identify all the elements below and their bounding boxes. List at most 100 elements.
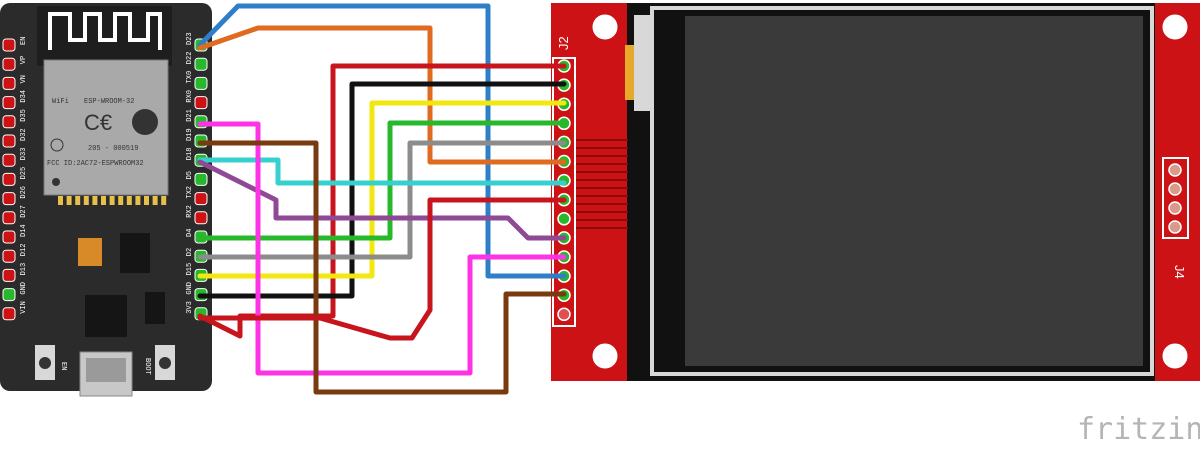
espressif-logo	[132, 109, 158, 135]
tft-display: J2 J4	[551, 3, 1200, 381]
cert-icon	[50, 138, 64, 152]
esp32-pin-left[interactable]	[2, 115, 16, 129]
flex-cable	[634, 15, 652, 111]
esp32-pin-label: D25	[20, 167, 28, 180]
j2-header	[552, 57, 576, 327]
antenna-trace	[48, 12, 162, 50]
castellation-pad	[161, 196, 167, 205]
mount-hole-tl	[589, 11, 621, 43]
pcb-traces	[575, 139, 628, 229]
voltage-regulator	[120, 233, 150, 273]
esp32-pin-left[interactable]	[2, 268, 16, 282]
esp32-pin-left[interactable]	[2, 211, 16, 225]
esp32-pin-right[interactable]	[194, 192, 208, 206]
castellation-pad	[58, 196, 63, 205]
esp32-pin-label: D5	[186, 171, 194, 179]
en-button-cap[interactable]	[39, 357, 51, 369]
esp32-pin-right[interactable]	[194, 211, 208, 225]
esp32-pin-label: EN	[20, 37, 28, 45]
esp32-pin-label: D22	[186, 52, 194, 65]
mount-hole-bl	[589, 340, 621, 372]
castellation-pad	[109, 196, 115, 205]
j4-pin[interactable]	[1168, 201, 1182, 215]
esp32-pin-label: TX2	[186, 186, 194, 199]
mount-hole-tr	[1159, 11, 1191, 43]
esp32-pin-left[interactable]	[2, 96, 16, 110]
esp32-pin-label: TX0	[186, 71, 194, 84]
esp32-pin-label: D18	[186, 148, 194, 161]
wire-orange[interactable]	[197, 25, 567, 165]
esp32-board: WiFi ESP-WROOM-32 C€ 205 - 000519 FCC ID…	[0, 3, 212, 397]
esp32-pin-left[interactable]	[2, 249, 16, 263]
esp32-pin-label: D14	[20, 224, 28, 237]
wire-gray[interactable]	[197, 140, 567, 260]
esp32-pin-right[interactable]	[194, 172, 208, 186]
esp32-pin-label: GND	[20, 282, 28, 295]
usb-port-inner	[86, 358, 126, 382]
castellation-pad	[144, 196, 149, 205]
esp32-pin-label: D33	[20, 148, 28, 161]
esp32-pin-label: 3V3	[186, 301, 194, 314]
wire-layer	[197, 3, 567, 395]
wire-purple[interactable]	[197, 159, 567, 241]
wire-brown[interactable]	[197, 140, 567, 395]
esp32-pin-left[interactable]	[2, 307, 16, 321]
wifi-logo: WiFi	[52, 98, 69, 106]
j2-pin[interactable]	[557, 212, 571, 226]
j2-label: J2	[556, 36, 571, 50]
transistor	[145, 292, 165, 324]
castellation-pad	[101, 196, 106, 205]
esp32-pin-label: RX0	[186, 90, 194, 103]
esp32-pin-right[interactable]	[194, 96, 208, 110]
castellation-pad	[135, 196, 141, 205]
castellation-pad	[83, 196, 89, 205]
esp32-pin-label: D26	[20, 186, 28, 199]
esp32-pin-left[interactable]	[2, 288, 16, 302]
boot-button-cap[interactable]	[159, 357, 171, 369]
esp32-pin-label: D12	[20, 244, 28, 257]
esp32-pin-left[interactable]	[2, 76, 16, 90]
j2-pins	[557, 59, 571, 322]
wire-cyan[interactable]	[197, 157, 567, 186]
esp32-pin-label: VP	[20, 56, 28, 64]
j4-header	[1162, 157, 1189, 239]
j4-pin[interactable]	[1168, 182, 1182, 196]
esp32-pin-left[interactable]	[2, 172, 16, 186]
j4-pin[interactable]	[1168, 220, 1182, 234]
display-frame	[650, 6, 1154, 376]
esp32-pin-label: D4	[186, 229, 194, 237]
wire-blue[interactable]	[197, 3, 567, 279]
esp32-pin-left[interactable]	[2, 230, 16, 244]
esp32-pin-label: VIN	[20, 301, 28, 314]
esp32-pin-label: D34	[20, 90, 28, 103]
esp32-pin-label: D27	[20, 205, 28, 218]
esp32-pin-label: D35	[20, 109, 28, 122]
j4-pins	[1168, 163, 1182, 234]
display-screen	[685, 16, 1143, 366]
regulator-cap	[78, 238, 102, 266]
en-label: EN	[59, 362, 67, 370]
mount-hole-br	[1159, 340, 1191, 372]
esp32-pin-left[interactable]	[2, 192, 16, 206]
esp32-pin-right[interactable]	[194, 57, 208, 71]
esp32-pin-label: RX2	[186, 205, 194, 218]
esp32-pin-label: D21	[186, 109, 194, 122]
esp32-pin-left[interactable]	[2, 57, 16, 71]
esp32-pin-label: GND	[186, 282, 194, 295]
castellation-pad	[118, 196, 124, 205]
wire-yellow[interactable]	[197, 100, 567, 279]
wire-red2[interactable]	[197, 197, 567, 341]
esp32-pin-right[interactable]	[194, 76, 208, 90]
esp32-pin-left[interactable]	[2, 134, 16, 148]
esp32-pin-left[interactable]	[2, 38, 16, 52]
j4-pin[interactable]	[1168, 163, 1182, 177]
esp32-pin-label: D19	[186, 128, 194, 141]
usb-uart-chip	[85, 295, 127, 337]
wire-magenta[interactable]	[197, 121, 567, 376]
esp32-pin-label: D2	[186, 248, 194, 256]
esp32-pin-label: D13	[20, 263, 28, 276]
wire-black[interactable]	[197, 81, 567, 299]
j2-pin[interactable]	[557, 307, 571, 322]
esp32-pin-left[interactable]	[2, 153, 16, 167]
